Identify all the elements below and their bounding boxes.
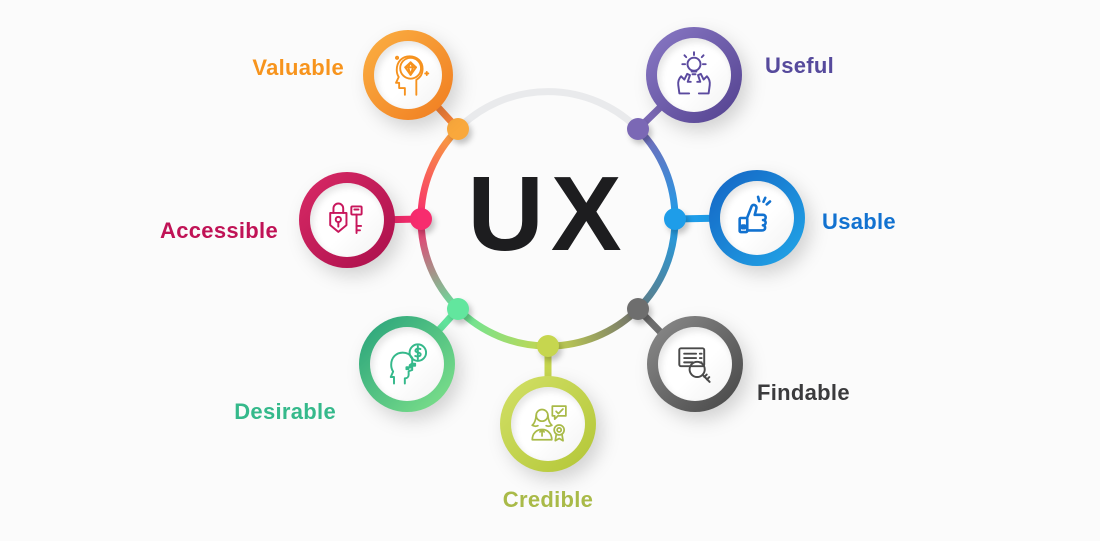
badge-inner-credible [511, 387, 585, 461]
badge-inner-findable [658, 327, 732, 401]
label-accessible: Accessible [160, 218, 278, 243]
head-diamond-icon [394, 55, 430, 96]
badge-desirable [359, 316, 455, 412]
badge-inner-useful [657, 38, 731, 112]
node-dot-valuable [447, 118, 469, 140]
label-findable: Findable [757, 380, 850, 405]
ring-arc-yellow-green [454, 305, 552, 350]
padlock-key-icon [329, 202, 363, 234]
label-credible: Credible [502, 487, 594, 512]
node-dot-useful [627, 118, 649, 140]
badge-usable [709, 170, 805, 266]
node-dot-findable [627, 298, 649, 320]
label-useful: Useful [765, 53, 835, 78]
badge-findable [647, 316, 743, 412]
node-dot-accessible [410, 208, 432, 230]
node-dot-desirable [447, 298, 469, 320]
ring-arc-top [454, 88, 642, 133]
node-dot-usable [664, 208, 686, 230]
head-coin-icon [389, 343, 428, 385]
label-desirable: Desirable [234, 399, 336, 424]
badge-credible [500, 376, 596, 472]
center-title: UX [467, 155, 629, 273]
magnifier-document-icon [678, 347, 711, 383]
badge-valuable [363, 30, 453, 120]
thumbs-up-icon [738, 195, 772, 234]
hands-lightbulb-icon [677, 51, 711, 95]
badge-inner-valuable [374, 41, 442, 109]
badge-inner-desirable [370, 327, 444, 401]
badge-useful [646, 27, 742, 123]
ring-arc-gray-yellow [544, 305, 642, 350]
node-dot-credible [537, 335, 559, 357]
label-usable: Usable [822, 209, 896, 234]
person-award-icon [531, 405, 567, 442]
label-valuable: Valuable [252, 55, 344, 80]
badge-inner-usable [720, 181, 794, 255]
badge-inner-accessible [310, 183, 384, 257]
badge-accessible [299, 172, 395, 268]
